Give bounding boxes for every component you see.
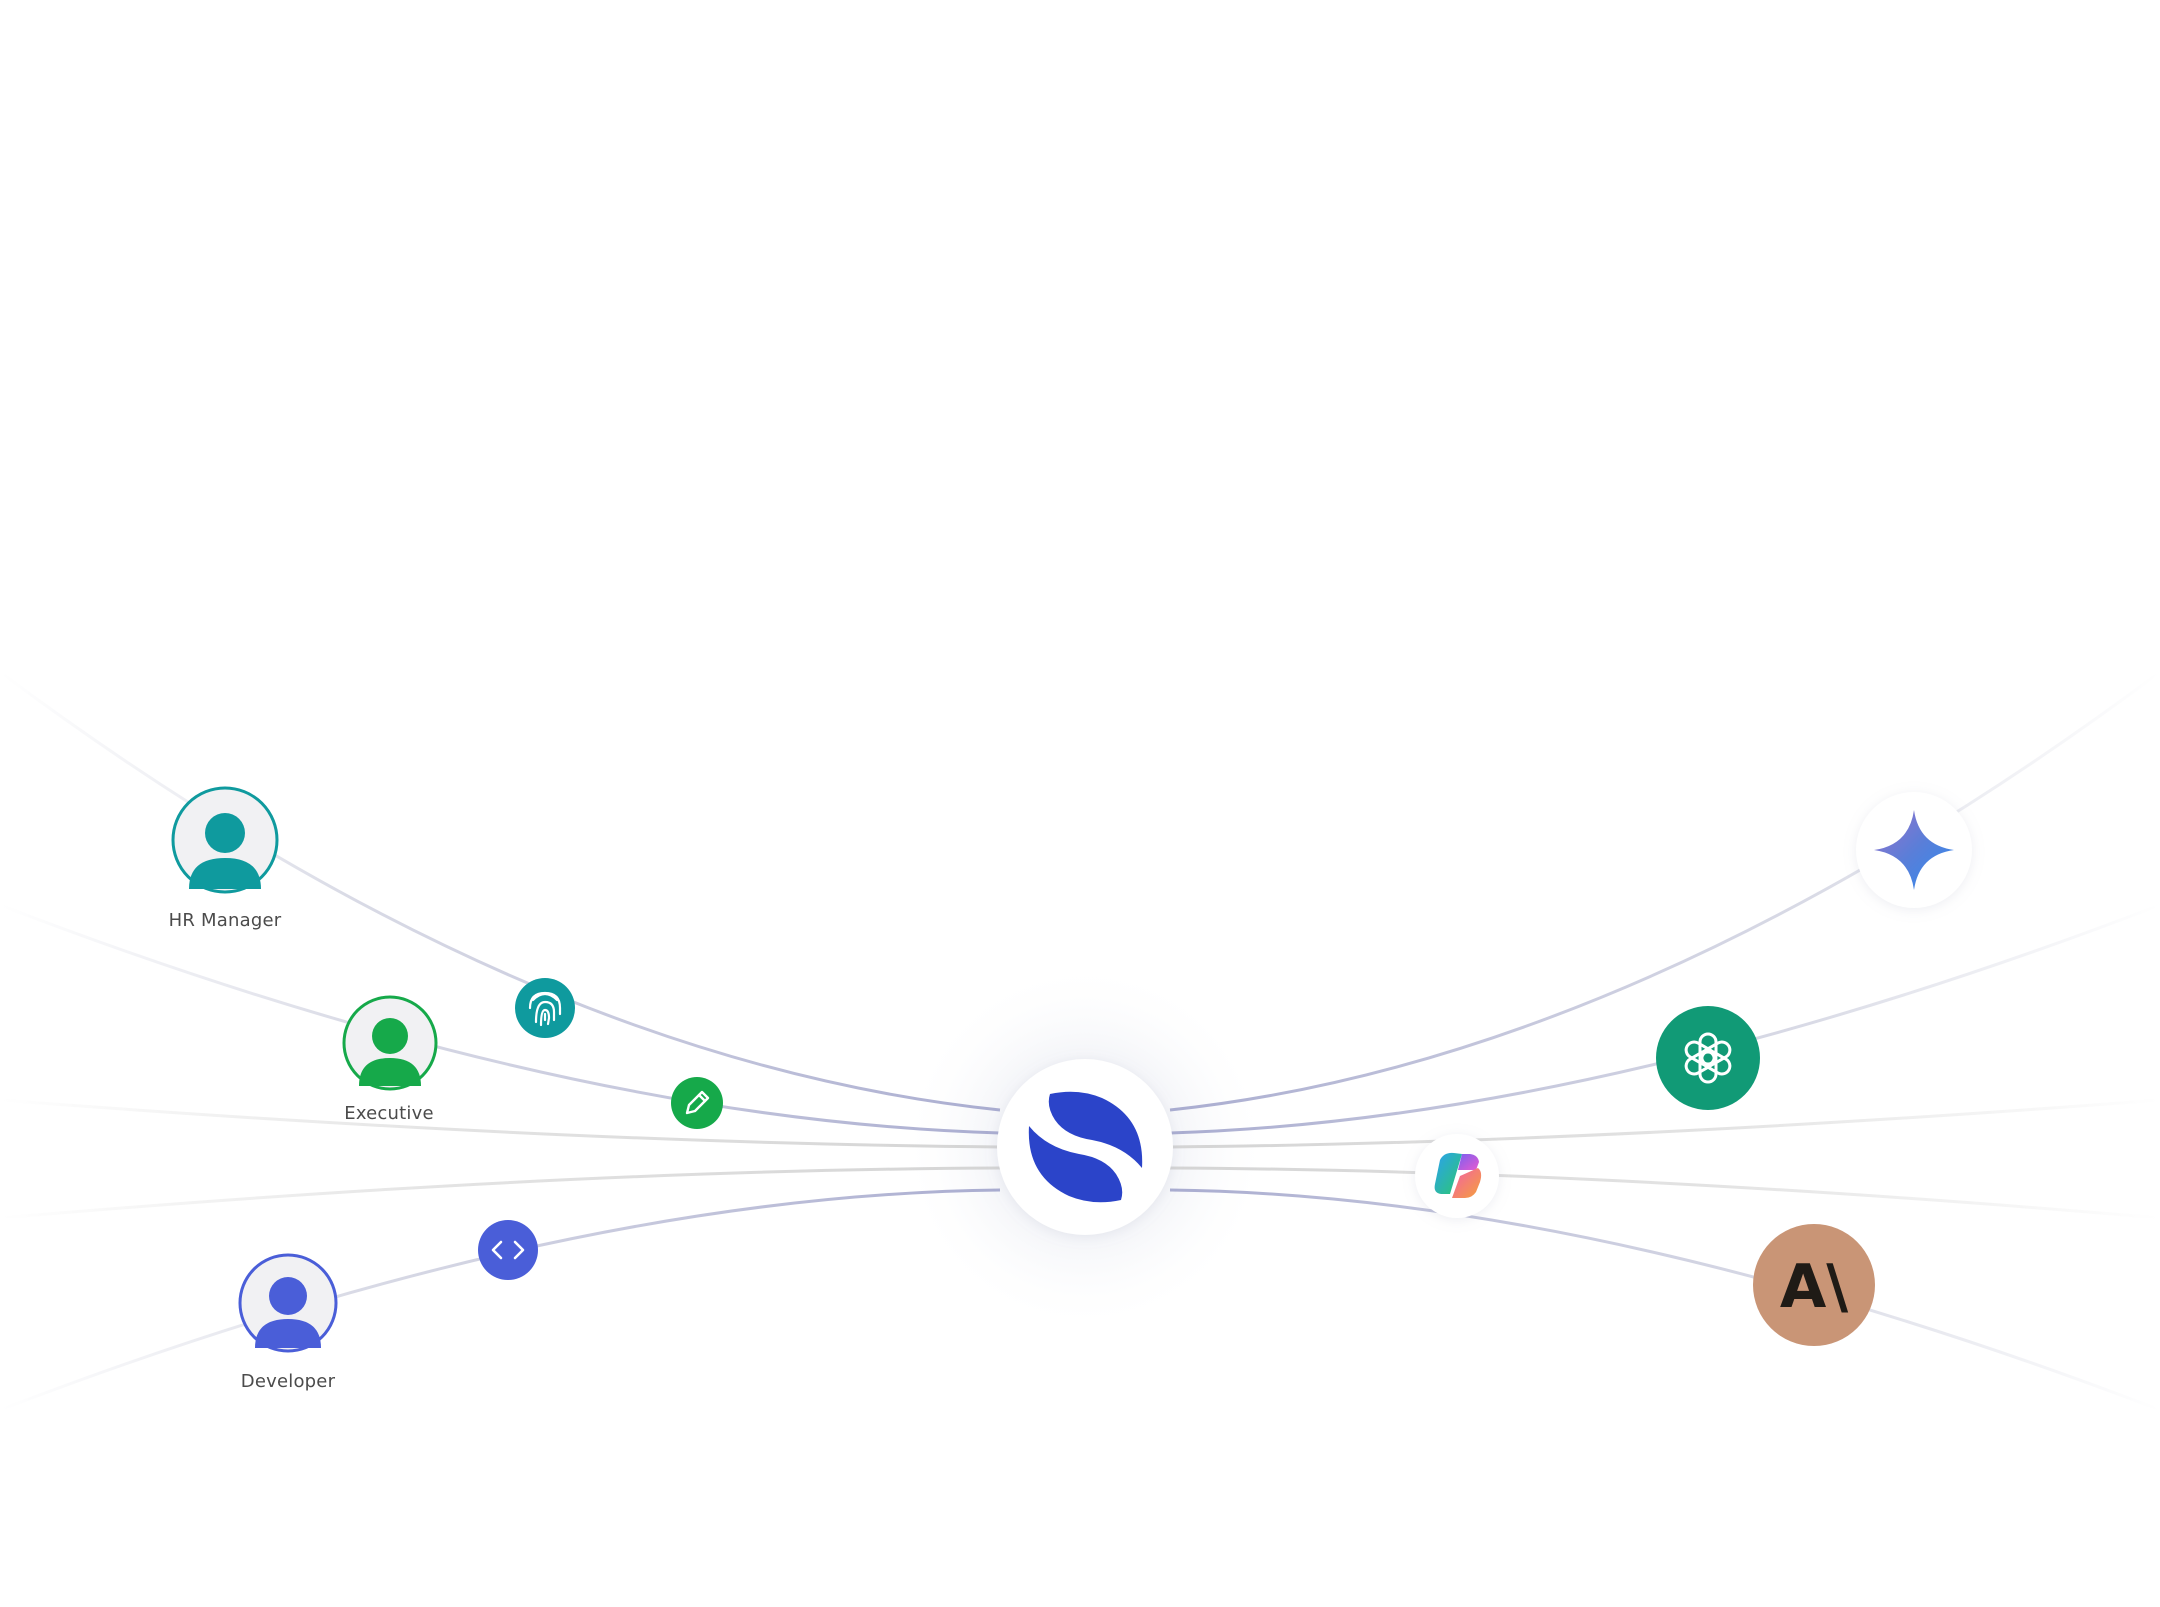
- link-anthropic: [1169, 1188, 2160, 1412]
- avatar-hr-manager[interactable]: [171, 786, 279, 894]
- link-copilot: [1169, 1166, 2160, 1220]
- gemini-sparkle-icon: [1874, 810, 1954, 890]
- link-openai: [1169, 903, 2160, 1135]
- person-icon: [359, 1018, 421, 1086]
- link-gray-upper-left: [0, 1098, 1001, 1149]
- link-gray-upper-right: [1169, 1098, 2160, 1149]
- s-logo-icon: [1028, 1091, 1143, 1203]
- connector-edit[interactable]: [671, 1077, 723, 1129]
- provider-copilot[interactable]: [1415, 1134, 1499, 1218]
- provider-openai[interactable]: [1656, 1006, 1760, 1110]
- connector-fingerprint[interactable]: [515, 978, 575, 1038]
- anthropic-logo-icon: A\: [1780, 1252, 1848, 1322]
- copilot-logo-icon: [1434, 1152, 1482, 1198]
- label-executive: Executive: [344, 1103, 434, 1124]
- fingerprint-icon: [528, 991, 562, 1027]
- avatar-developer[interactable]: [238, 1253, 338, 1353]
- link-gemini: [1169, 670, 2160, 1112]
- provider-gemini[interactable]: [1856, 792, 1972, 908]
- link-executive: [0, 903, 1001, 1135]
- link-hr-manager: [0, 670, 1001, 1112]
- openai-logo-icon: [1684, 1032, 1732, 1084]
- label-developer: Developer: [240, 1371, 336, 1392]
- person-icon: [189, 813, 261, 889]
- pencil-icon: [685, 1090, 710, 1115]
- provider-anthropic[interactable]: A\: [1753, 1224, 1875, 1346]
- person-icon: [255, 1277, 321, 1348]
- hub-node[interactable]: [997, 1059, 1173, 1235]
- connector-code[interactable]: [478, 1220, 538, 1280]
- link-gray-lower-left: [0, 1166, 1001, 1220]
- label-hr-manager: HR Manager: [168, 910, 282, 931]
- code-brackets-icon: [491, 1240, 525, 1260]
- avatar-executive[interactable]: [342, 995, 438, 1091]
